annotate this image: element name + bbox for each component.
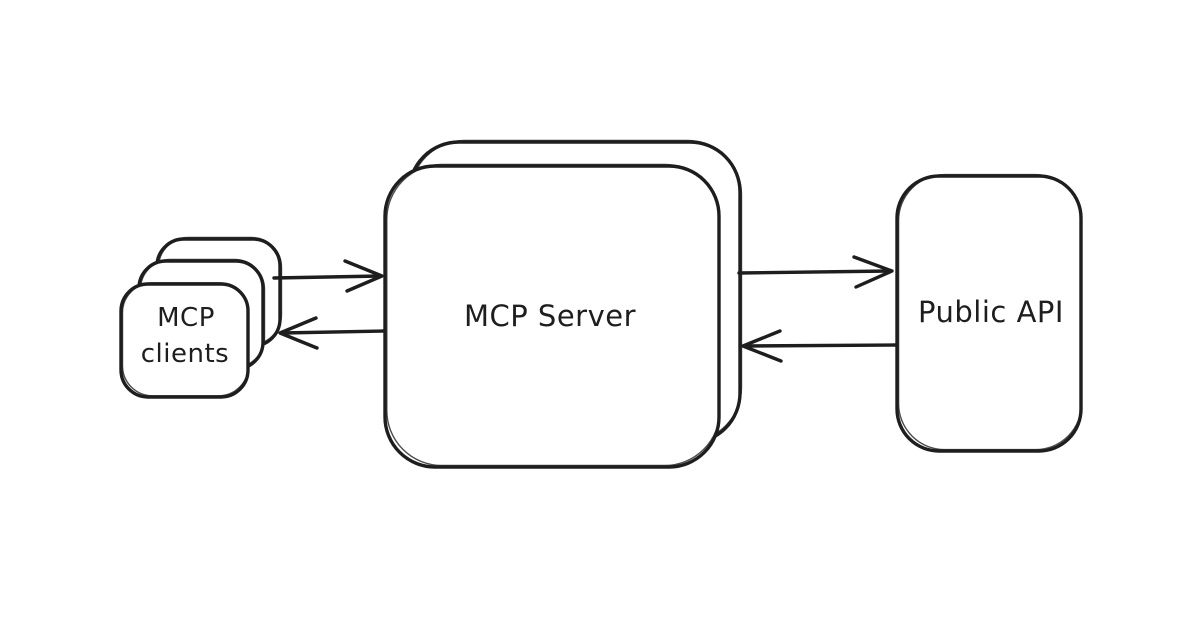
mcp-clients-label-line1: MCP bbox=[157, 303, 215, 333]
arrow-server-to-api-line bbox=[737, 269, 892, 275]
mcp-server-label: MCP Server bbox=[464, 299, 636, 333]
arrow-server-to-clients-line bbox=[280, 329, 385, 335]
arrow-clients-to-server-line bbox=[272, 274, 383, 280]
arrow-server-to-api bbox=[737, 255, 894, 289]
arrow-clients-to-server-head bbox=[343, 259, 384, 293]
arrow-server-to-clients-head bbox=[278, 316, 319, 350]
mcp-clients-card-front-sketch bbox=[121, 282, 250, 397]
node-mcp-server: MCP Server bbox=[383, 139, 743, 469]
node-mcp-clients: MCP clients bbox=[119, 236, 283, 399]
arrow-api-to-server-line bbox=[743, 343, 898, 348]
arrow-clients-to-server bbox=[272, 259, 384, 293]
arrow-api-to-server-head bbox=[741, 329, 783, 363]
mcp-clients-label-line2: clients bbox=[141, 339, 229, 369]
public-api-label: Public API bbox=[918, 295, 1064, 329]
public-api-card-sketch bbox=[897, 173, 1083, 451]
arrow-server-to-clients bbox=[278, 316, 385, 350]
arrow-api-to-server bbox=[741, 329, 898, 363]
arrow-server-to-api-head bbox=[852, 255, 894, 289]
node-public-api: Public API bbox=[895, 173, 1083, 453]
mcp-server-card-front-sketch bbox=[386, 163, 721, 467]
mcp-server-card-front bbox=[383, 164, 721, 469]
